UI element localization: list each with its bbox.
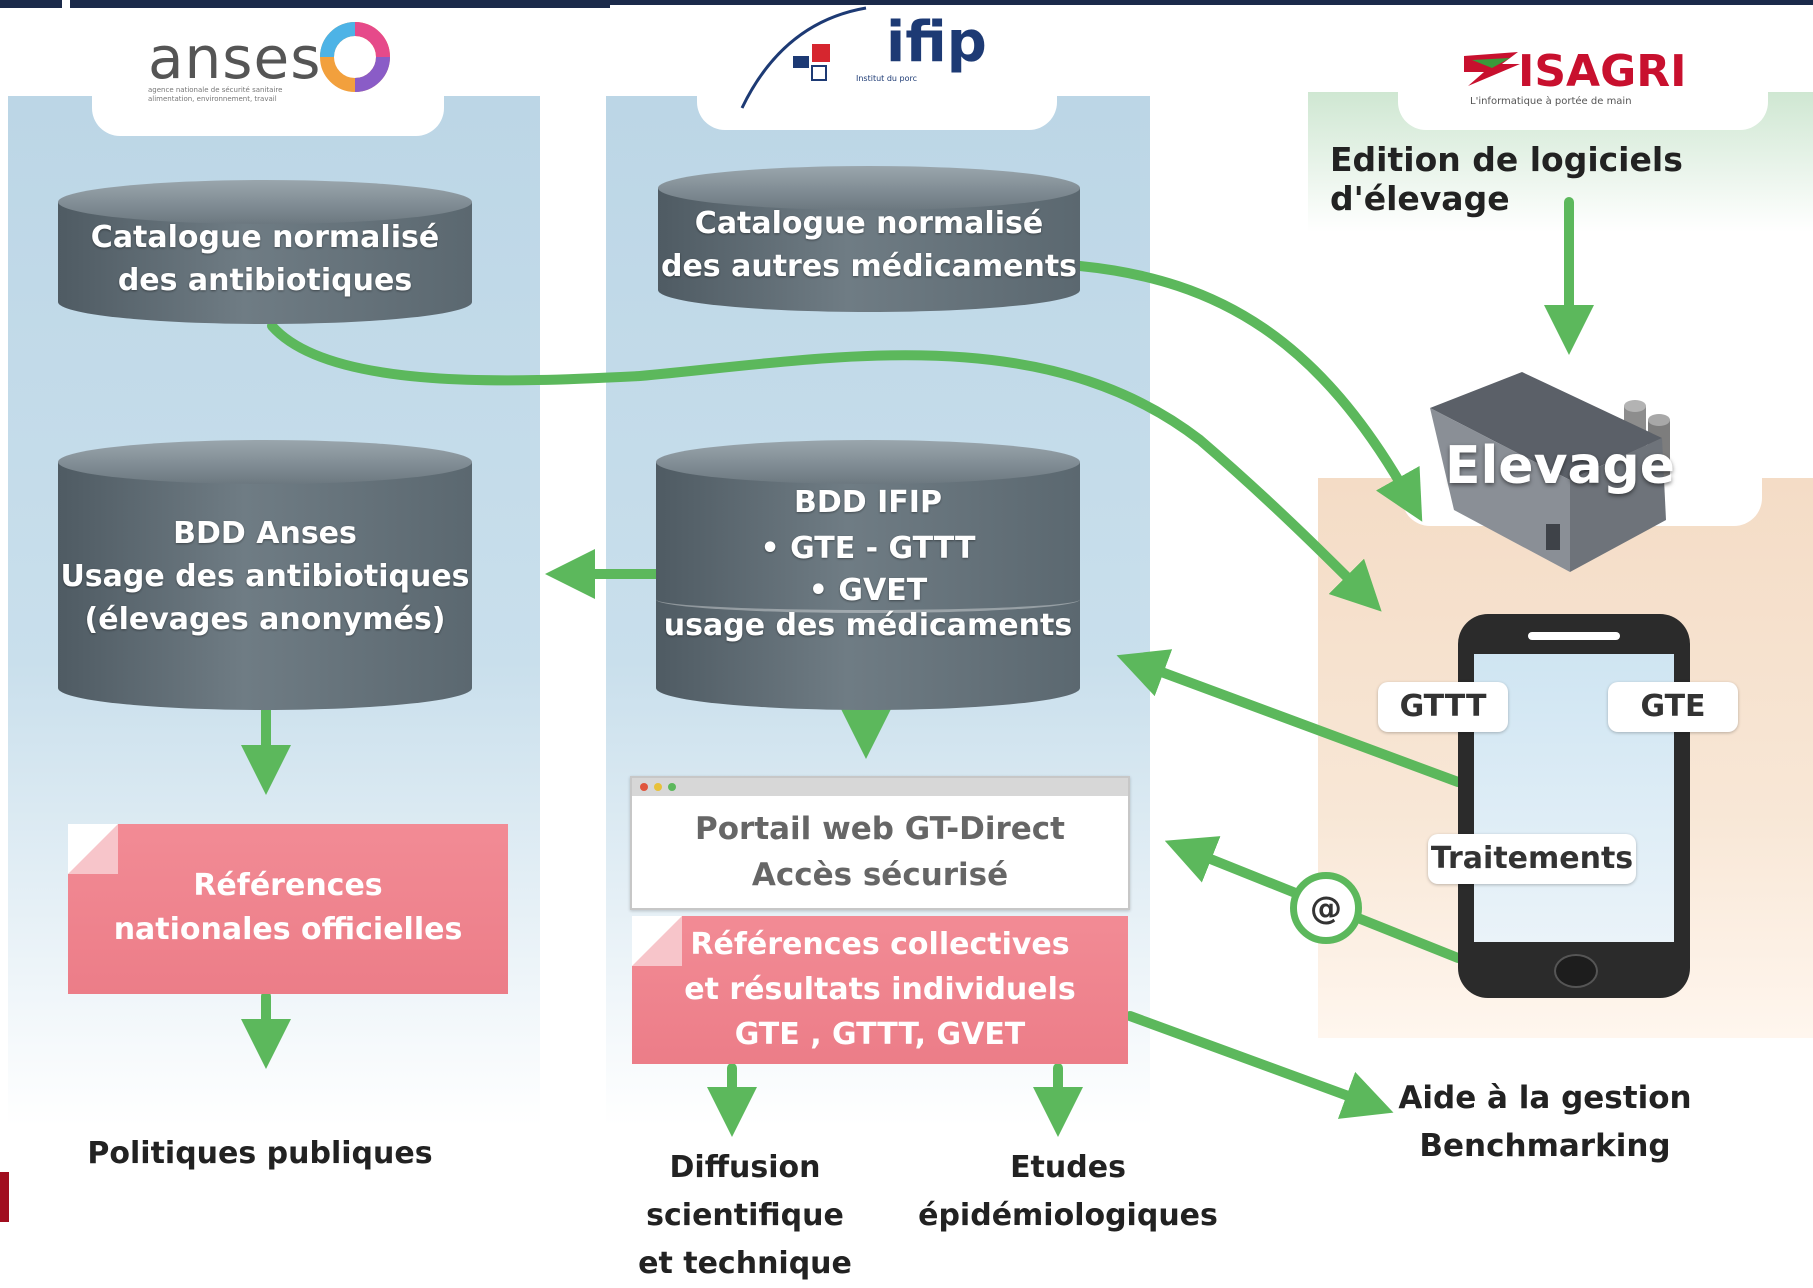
isagri-logo-icon (1464, 52, 1520, 86)
isagri-logo-tagline: L'informatique à portée de main (1470, 96, 1632, 107)
anses-logo-text: anses (148, 24, 322, 92)
smartphone-speaker (1528, 632, 1620, 640)
anses-references-line-2: nationales officielles (113, 912, 463, 947)
ifip-logo-tagline: Institut du porc (856, 74, 918, 83)
ifip-bdd-line-1: BDD IFIP (794, 485, 942, 520)
ifip-output-left-line-2: scientifique (646, 1198, 844, 1233)
ifip-references-line-2: et résultats individuels (684, 972, 1076, 1007)
ifip-swoosh-icon (740, 6, 867, 109)
ifip-catalogue-line-1: Catalogue normalisé (694, 206, 1044, 241)
flow-arrows (241, 197, 1594, 1137)
anses-bdd-line-3: (élevages anonymés) (84, 602, 446, 637)
smartphone-icon (1458, 614, 1690, 998)
ifip-logo-text: ifip (886, 10, 987, 75)
ifip-bdd-line-2: • GTE - GTTT (760, 531, 976, 566)
portal-close-dot (640, 783, 648, 791)
farm-output-label: Aide à la gestion Benchmarking (1380, 1074, 1710, 1170)
anses-catalogue-line-1: Catalogue normalisé (90, 220, 440, 255)
ifip-catalogue-line-2: des autres médicaments (660, 249, 1078, 284)
ifip-references-box: Références collectives et résultats indi… (632, 916, 1128, 1064)
ifip-output-right-line-2: épidémiologiques (918, 1198, 1218, 1233)
ifip-output-left-line-1: Diffusion (669, 1150, 821, 1185)
isagri-logo-tab (1398, 50, 1768, 130)
at-circle-icon: @ (1290, 872, 1362, 944)
anses-bdd-line-1: BDD Anses (173, 516, 357, 551)
ifip-output-right-line-1: Etudes (1010, 1150, 1126, 1185)
anses-logo-tagline: agence nationale de sécurité sanitaire a… (148, 86, 283, 103)
anses-references-line-1: Références (193, 868, 383, 903)
ifip-logo-tab (697, 50, 1057, 130)
ifip-output-left-line-3: et technique (638, 1246, 852, 1281)
top-bar-mid (70, 0, 610, 8)
top-bar-left (0, 0, 62, 8)
edge-red-mark (0, 1172, 9, 1222)
ifip-output-right: Etudes épidémiologiques (918, 1144, 1218, 1240)
at-symbol: @ (1310, 889, 1342, 927)
portal-minimize-dot (654, 783, 662, 791)
ifip-references-line-1: Références collectives (690, 927, 1070, 962)
ifip-bdd-db: BDD IFIP • GTE - GTTT • GVET usage des m… (656, 440, 1080, 710)
farm-output-line-2: Benchmarking (1419, 1128, 1671, 1164)
tag-gte: GTE (1608, 682, 1738, 732)
tag-traitements: Traitements (1428, 834, 1636, 884)
portal-title-bar (632, 778, 1128, 796)
anses-output-label: Politiques publiques (87, 1136, 433, 1171)
gt-direct-portal-window: Portail web GT-Direct Accès sécurisé (630, 776, 1130, 910)
portal-maximize-dot (668, 783, 676, 791)
anses-logo-icon (320, 22, 390, 92)
elevage-label: Elevage (1444, 436, 1676, 496)
farm-building-icon (1430, 372, 1670, 572)
portal-line-1: Portail web GT-Direct (695, 811, 1065, 847)
ifip-output-left: Diffusion scientifique et technique (610, 1144, 880, 1288)
ifip-bdd-line-3: • GVET (808, 573, 928, 608)
anses-catalogue-db: Catalogue normalisé des antibiotiques (58, 180, 472, 324)
anses-bdd-db: BDD Anses Usage des antibiotiques (éleva… (58, 440, 472, 710)
top-bar-right (610, 0, 1813, 5)
ifip-bdd-line-4: usage des médicaments (663, 608, 1073, 643)
farm-output-line-1: Aide à la gestion (1398, 1080, 1692, 1116)
tag-gttt: GTTT (1378, 682, 1508, 732)
isagri-header: Edition de logiciels d'élevage (1330, 140, 1683, 218)
isagri-logo-text: ISAGRI (1518, 46, 1687, 97)
smartphone-home-button (1554, 954, 1598, 988)
anses-catalogue-line-2: des antibiotiques (117, 263, 413, 298)
ifip-catalogue-db: Catalogue normalisé des autres médicamen… (658, 166, 1080, 312)
portal-line-2: Accès sécurisé (751, 857, 1009, 893)
ifip-references-line-3: GTE , GTTT, GVET (734, 1017, 1026, 1052)
anses-references-box: Références nationales officielles (68, 824, 508, 994)
anses-bdd-line-2: Usage des antibiotiques (60, 559, 470, 594)
